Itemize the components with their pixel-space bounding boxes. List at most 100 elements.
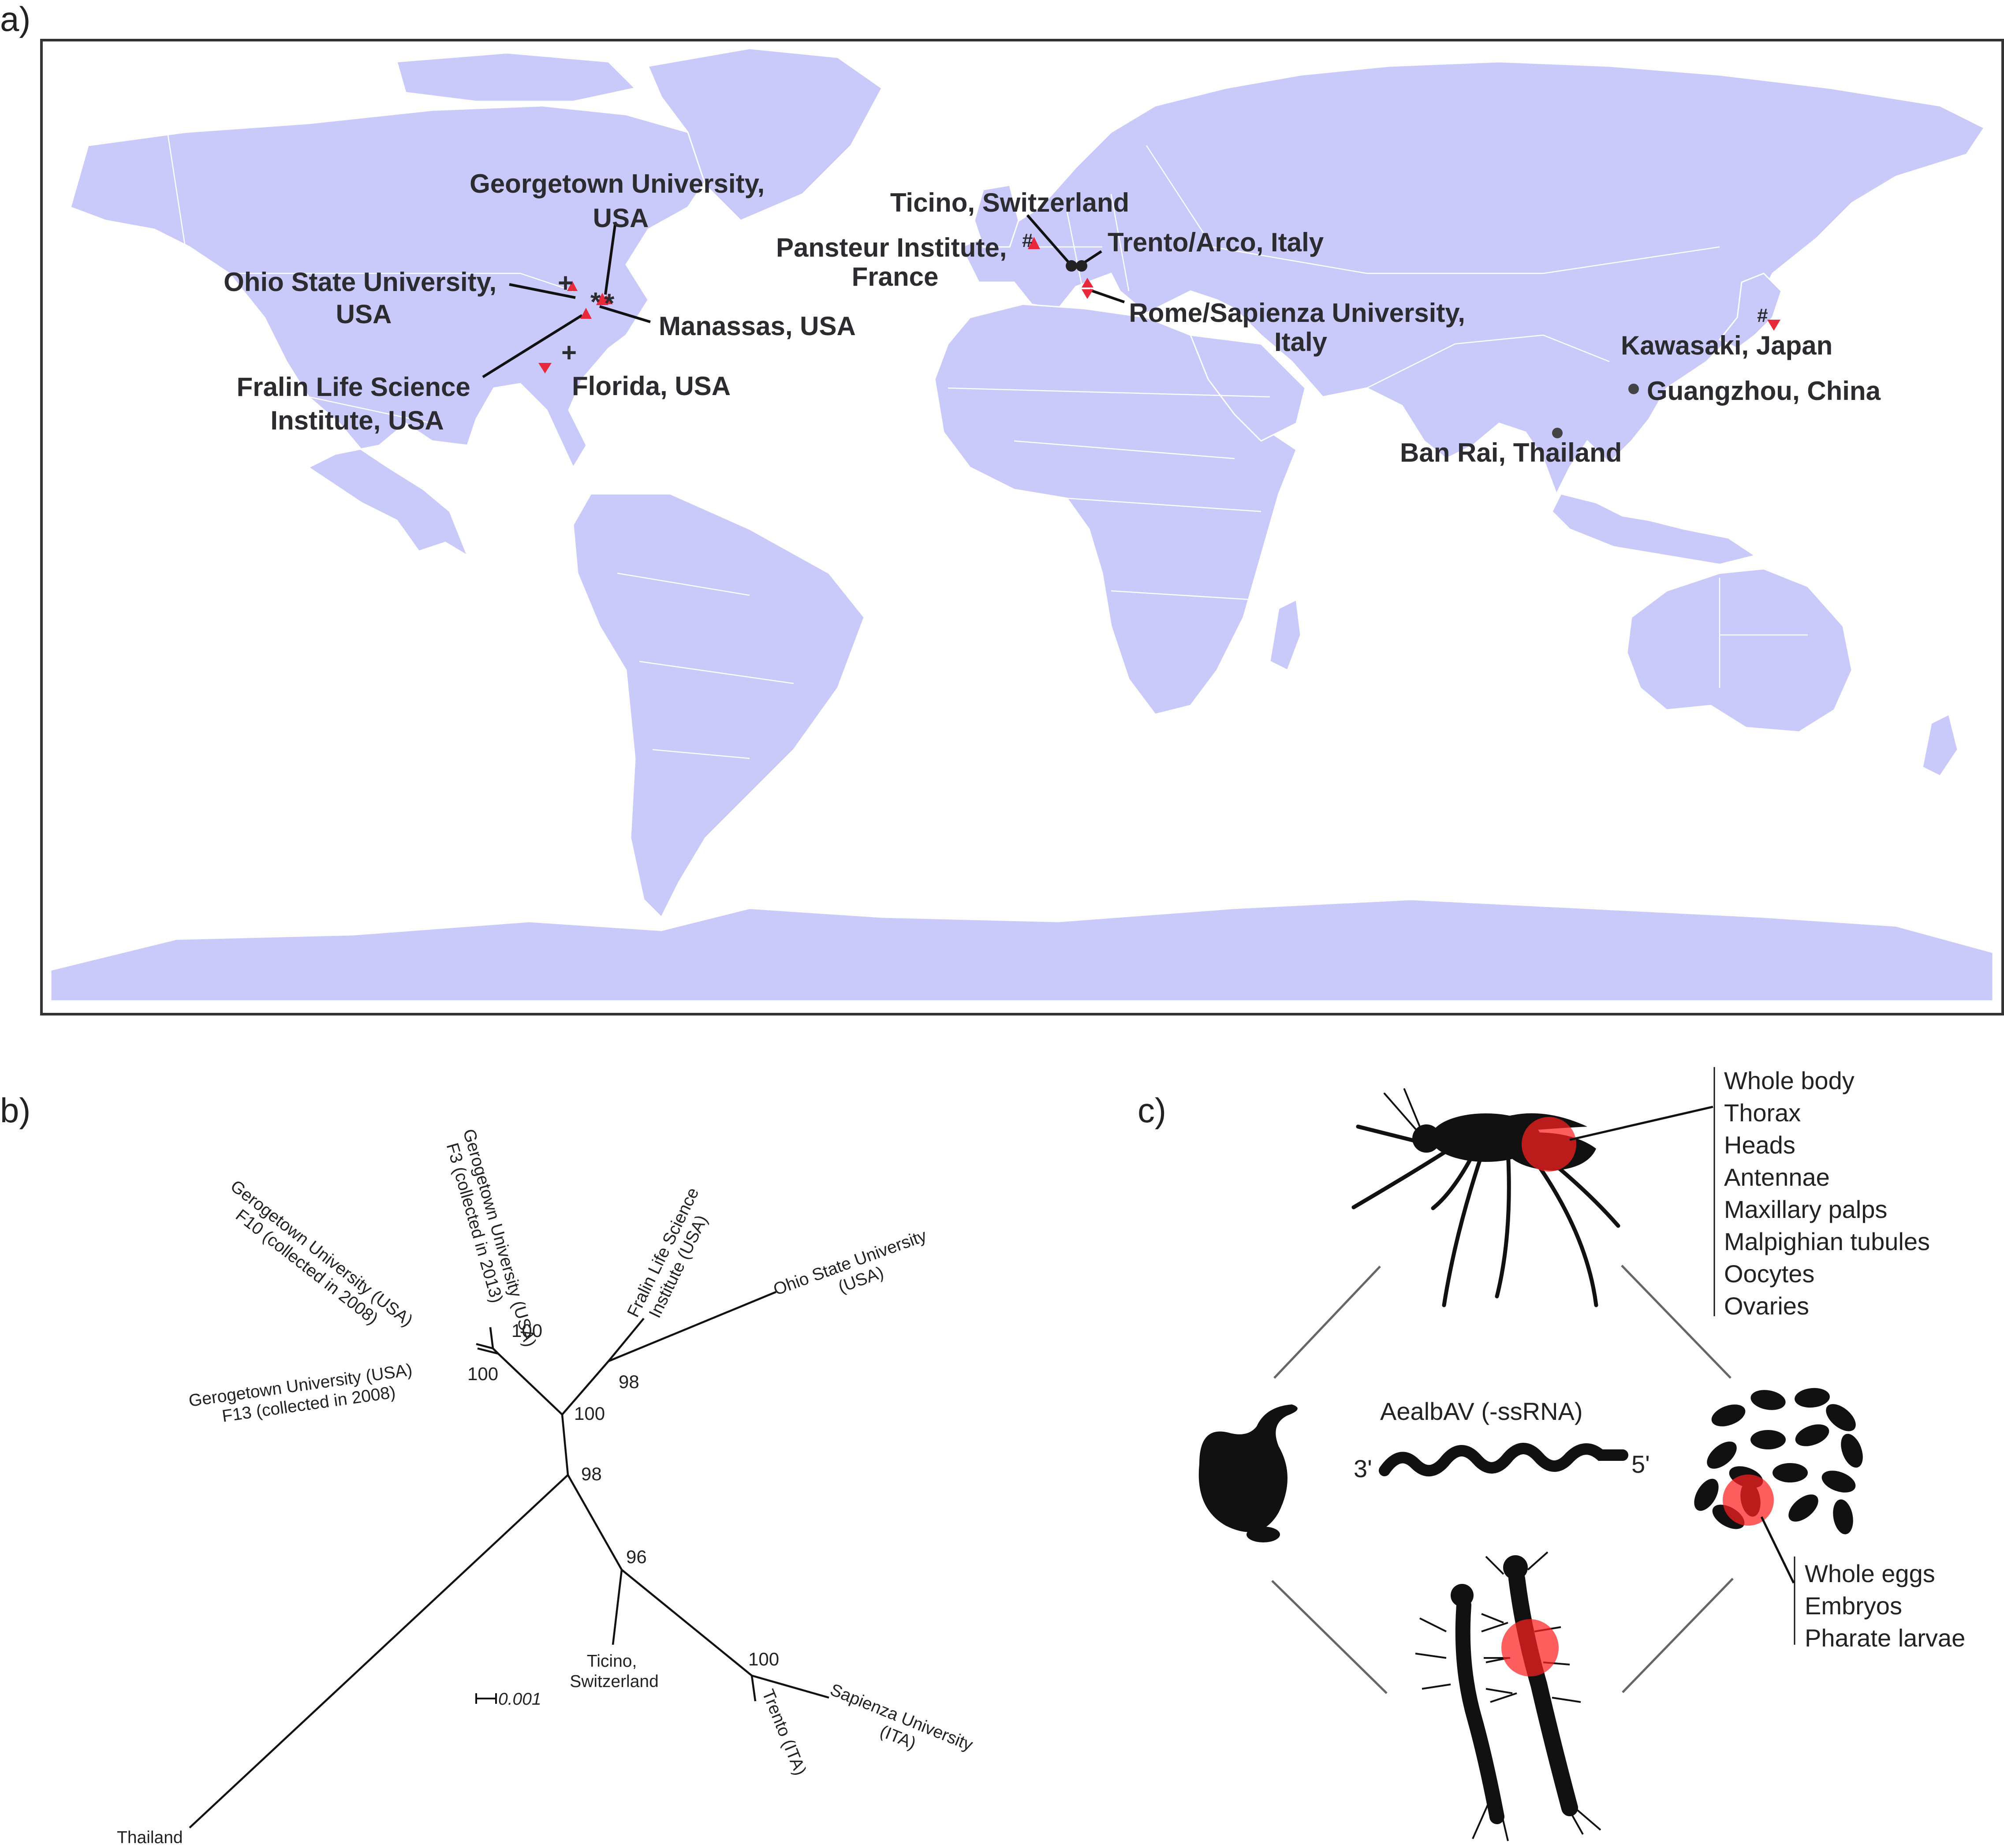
- eggs-cluster: [1694, 1388, 1863, 1534]
- marker-guangzhou: [1628, 384, 1639, 394]
- egg: [1841, 1434, 1863, 1468]
- tree-label-ohio: Ohio State University (USA): [771, 1225, 940, 1318]
- marker-kawasaki: [1767, 320, 1780, 331]
- egg-tissue-list: Whole eggs Embryos Pharate larvae: [1760, 1516, 1965, 1652]
- landmass-greenland: [647, 48, 883, 221]
- panel-label-b: b): [0, 1091, 30, 1130]
- symbol-ohio: +: [558, 268, 573, 298]
- tree-label-fralin: Fralin Life Science Institute (USA): [623, 1180, 722, 1329]
- map-label-manassas: Manassas, USA: [659, 311, 856, 341]
- branch-trento: [750, 1675, 757, 1702]
- landmass-british-isles: [974, 184, 1019, 248]
- border-usa-canada: [229, 273, 574, 292]
- virus-genome: AealbAV (-ssRNA) 3' 5': [1354, 1397, 1650, 1482]
- adult-tissue-7: Oocytes: [1724, 1260, 1814, 1288]
- tree-bootstrap-values: 100 100 100 98 98 96 100: [467, 1320, 779, 1669]
- marker-rome: [1082, 278, 1093, 287]
- world-map: [50, 48, 1994, 1002]
- larva-left-head: [1451, 1584, 1474, 1607]
- tree-label-thailand: Thailand: [117, 1828, 183, 1847]
- map-label-rome: Rome/Sapienza University, Italy: [1129, 298, 1472, 357]
- virus-name: AealbAV (-ssRNA): [1380, 1397, 1583, 1425]
- connector-adult-pupa: [1273, 1266, 1381, 1379]
- leader-manassas: [599, 305, 651, 323]
- bootstrap-root: 98: [581, 1463, 602, 1484]
- virus-rna-strand: [1379, 1443, 1628, 1477]
- landmass-southeast-asia-islands: [1551, 493, 1756, 565]
- egg: [1711, 1404, 1746, 1426]
- adult-infection-highlight: [1522, 1117, 1576, 1172]
- branch-root-to-usa: [561, 1414, 569, 1475]
- leader-rome: [1090, 289, 1125, 303]
- symbol-kawasaki: #: [1757, 305, 1768, 326]
- marker-ticino: [1066, 260, 1077, 272]
- branch-root-to-europe: [567, 1474, 623, 1571]
- marker-rome-lower: [1082, 289, 1093, 299]
- bootstrap-georgetown-inner: 100: [511, 1320, 542, 1341]
- egg: [1750, 1430, 1786, 1449]
- symbol-georgetown: *: [590, 287, 601, 317]
- egg: [1694, 1478, 1719, 1511]
- egg: [1795, 1388, 1830, 1408]
- map-label-ticino: Ticino, Switzerland: [890, 188, 1129, 217]
- leader-ticino: [1026, 214, 1072, 265]
- egg: [1826, 1404, 1856, 1431]
- egg: [1833, 1499, 1853, 1534]
- tree-label-sapienza: Sapienza University (ITA): [820, 1680, 980, 1775]
- pupa-tail: [1246, 1527, 1280, 1542]
- landmass-australia: [1626, 568, 1853, 733]
- pupa-body: [1198, 1404, 1298, 1532]
- marker-trento: [1076, 260, 1087, 272]
- landmass-arctic-islands: [396, 52, 636, 102]
- egg: [1821, 1471, 1856, 1493]
- map-label-kawasaki: Kawasaki, Japan: [1621, 331, 1832, 360]
- branch-sapienza: [751, 1674, 829, 1699]
- egg-infection-highlight: [1723, 1475, 1774, 1526]
- map-label-trento: Trento/Arco, Italy: [1108, 228, 1324, 257]
- larva-infection-highlight: [1501, 1619, 1559, 1676]
- border-south-america: [617, 572, 794, 759]
- leader-fralin: [482, 314, 583, 378]
- branch-georgetown-f3: [489, 1327, 494, 1349]
- landmass-north-america: [70, 105, 715, 556]
- map-label-ohio: Ohio State University, USA: [224, 267, 504, 329]
- tree-label-f13: Gerogetown University (USA) F13 (collect…: [187, 1360, 421, 1430]
- mosquito-leg-hind: [1532, 1157, 1598, 1307]
- phylogenetic-tree: [189, 1291, 829, 1829]
- landmass-south-america: [572, 493, 865, 918]
- branch-fralin: [608, 1318, 645, 1362]
- landmass-antarctica: [50, 899, 1994, 1002]
- branch-georgetown-f10: [476, 1343, 493, 1350]
- border-europe: [1036, 194, 1130, 300]
- marker-banrai: [1552, 428, 1563, 438]
- egg: [1795, 1424, 1829, 1446]
- adult-mosquito: [1351, 1088, 1620, 1307]
- virus-three-prime: 3': [1354, 1455, 1372, 1482]
- symbol-florida: +: [561, 338, 577, 367]
- bootstrap-georgetown-mid: 100: [467, 1363, 498, 1384]
- adult-tissue-pointer: [1569, 1105, 1713, 1141]
- map-site-symbols: + * * + # #: [558, 230, 1768, 367]
- map-label-banrai: Ban Rai, Thailand: [1400, 438, 1622, 467]
- mosquito-head: [1412, 1124, 1440, 1153]
- border-australia: [1719, 578, 1808, 688]
- branch-usa-to-georgetown: [497, 1353, 563, 1415]
- marker-ohio: [567, 281, 578, 291]
- map-label-georgetown: Georgetown University, USA: [470, 169, 772, 233]
- pupa: [1198, 1404, 1298, 1542]
- bootstrap-italy: 100: [748, 1649, 779, 1669]
- map-markers: [538, 237, 1780, 438]
- landmass-new-zealand: [1922, 713, 1959, 777]
- egg-tissue-3: Pharate larvae: [1805, 1624, 1965, 1652]
- branch-georgetown-inner: [492, 1348, 499, 1355]
- symbol-pasteur: #: [1022, 230, 1033, 251]
- leader-georgetown: [604, 224, 616, 295]
- adult-tissue-4: Antennae: [1724, 1163, 1830, 1191]
- map-label-florida: Florida, USA: [572, 371, 731, 401]
- mosquito-proboscis: [1356, 1124, 1422, 1144]
- egg: [1707, 1441, 1737, 1469]
- marker-manassas: [601, 295, 613, 304]
- marker-fralin: [580, 308, 592, 319]
- egg-tissue-2: Embryos: [1805, 1592, 1902, 1620]
- virus-five-prime: 5': [1631, 1450, 1650, 1478]
